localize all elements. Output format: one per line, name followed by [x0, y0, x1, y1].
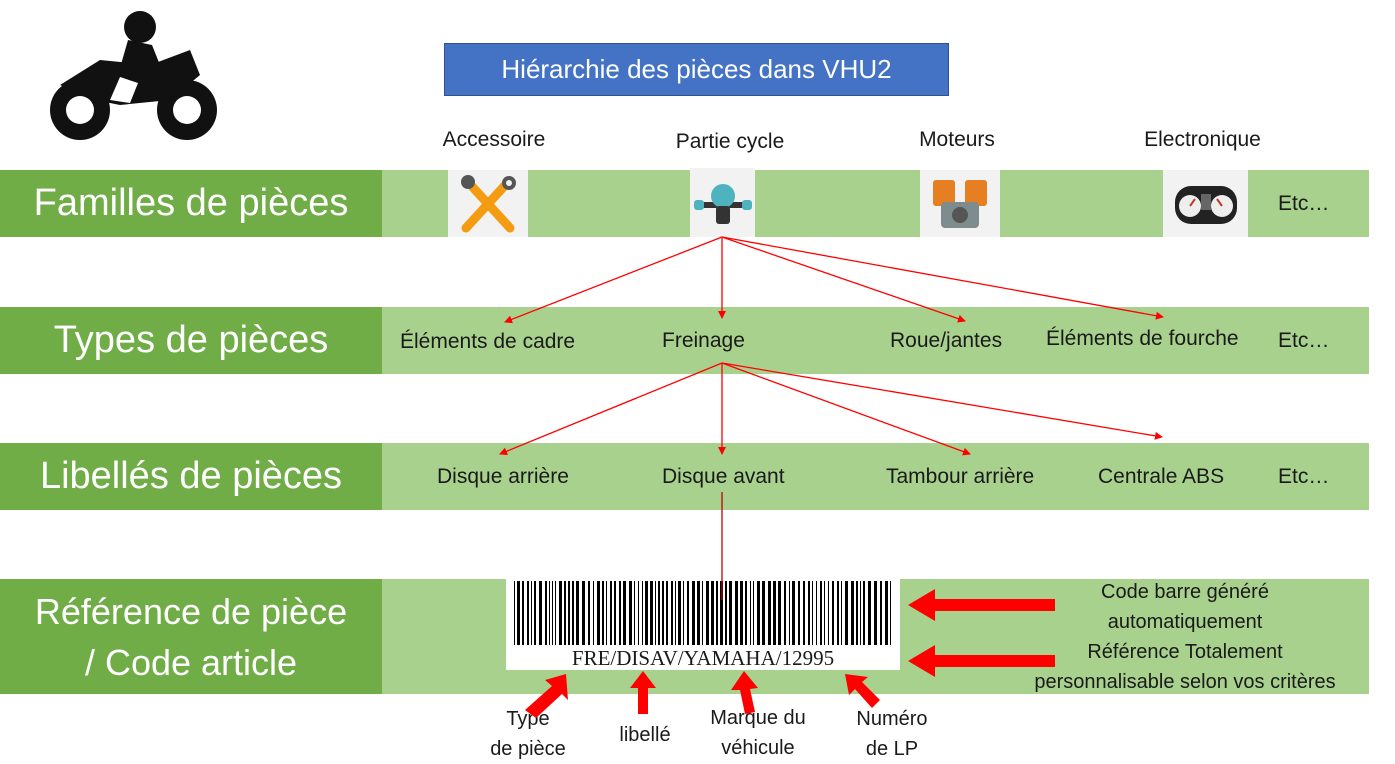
dashboard-icon: [1163, 170, 1248, 237]
label-marque-line2: véhicule: [721, 737, 795, 759]
barcode-icon: FRE/DISAV/YAMAHA/12995: [506, 579, 900, 670]
libelle-disque-arriere: Disque arrière: [437, 465, 569, 488]
family-label-electronique: Electronique: [1144, 128, 1261, 151]
reference-head-line1: Référence de pièce: [34, 590, 348, 632]
callout-code-barre: Code barre généré automatiquement: [1060, 577, 1310, 637]
label-numero-line2: de LP: [865, 738, 919, 760]
label-numero: Numéro de LP: [842, 704, 942, 764]
types-head-label: Types de pièces: [53, 319, 329, 361]
handlebar-icon: [690, 168, 755, 237]
label-libelle: libellé: [605, 720, 685, 750]
libelles-head: Libellés de pièces: [0, 443, 382, 510]
reference-head-line2: / Code article: [84, 641, 298, 683]
families-head: Familles de pièces: [0, 170, 382, 237]
family-label-partie-cycle: Partie cycle: [675, 130, 785, 153]
callout-code-barre-line1: Code barre généré: [1101, 581, 1269, 603]
label-numero-line1: Numéro: [856, 708, 928, 730]
label-marque-line1: Marque du: [710, 707, 806, 729]
engine-icon: [920, 170, 1000, 237]
libelle-tambour-arriere: Tambour arrière: [886, 465, 1035, 488]
label-type-line2: de pièce: [490, 738, 566, 760]
diagram-title: Hiérarchie des pièces dans VHU2: [444, 43, 949, 96]
type-roue-jantes: Roue/jantes: [890, 329, 1003, 352]
callout-reference-line2: personnalisable selon vos critères: [1034, 671, 1336, 693]
type-elements-de-cadre: Éléments de cadre: [400, 330, 576, 353]
types-etc: Etc…: [1278, 329, 1330, 352]
callout-reference-line1: Référence Totalement: [1087, 641, 1283, 663]
label-type-de-piece: Type de pièce: [478, 704, 578, 764]
libelle-disque-avant: Disque avant: [662, 465, 785, 488]
tools-icon: [448, 170, 528, 237]
families-etc: Etc…: [1278, 192, 1330, 215]
libelles-head-label: Libellés de pièces: [39, 455, 343, 497]
family-label-accessoire: Accessoire: [442, 128, 546, 151]
families-head-label: Familles de pièces: [33, 182, 349, 224]
label-marque: Marque du véhicule: [693, 703, 823, 763]
family-label-moteurs: Moteurs: [919, 128, 995, 151]
label-type-line1: Type: [506, 708, 550, 730]
reference-head: Référence de pièce / Code article: [0, 579, 382, 694]
callout-reference: Référence Totalement personnalisable sel…: [1005, 637, 1365, 697]
arrow-freinage-to-disque-arriere: [499, 362, 723, 456]
arrow-freinage-to-abs: [721, 362, 1163, 440]
type-freinage: Freinage: [662, 329, 745, 352]
barcode-text: FRE/DISAV/YAMAHA/12995: [571, 646, 835, 670]
libelles-etc: Etc…: [1278, 465, 1330, 488]
arrow-freinage-to-tambour: [721, 362, 971, 456]
libelle-centrale-abs: Centrale ABS: [1098, 465, 1225, 488]
callout-code-barre-line2: automatiquement: [1107, 611, 1263, 633]
label-libelle-text: libellé: [619, 724, 671, 746]
arrow-cycle-to-fourche: [721, 236, 1164, 320]
type-elements-de-fourche: Éléments de fourche: [1046, 327, 1239, 350]
motorcycle-icon: [40, 5, 225, 145]
types-head: Types de pièces: [0, 307, 382, 374]
